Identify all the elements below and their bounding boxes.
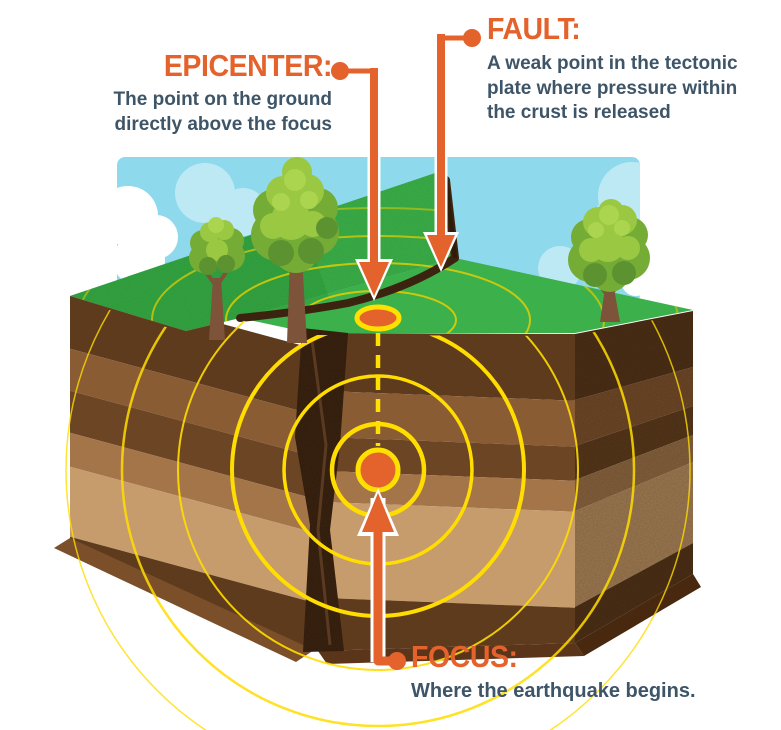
tree-right — [568, 199, 650, 322]
fault-description-line3: the crust is released — [487, 102, 671, 124]
fault-arrow — [423, 29, 481, 272]
fault-description-line2: plate where pressure within — [487, 77, 738, 99]
epicenter-marker — [354, 304, 402, 332]
fault-callout: FAULT: A weak point in the tectonic plat… — [487, 13, 777, 126]
focus-heading: FOCUS: — [411, 639, 518, 674]
focus-description: Where the earthquake begins. — [411, 678, 751, 704]
tree-canopy — [568, 199, 650, 292]
fault-description: A weak point in the tectonic plate where… — [487, 52, 777, 126]
focus-marker — [355, 447, 401, 493]
epicenter-callout: EPICENTER: The point on the ground direc… — [30, 48, 333, 137]
tree-large-center — [251, 157, 339, 343]
epicenter-callout-dot — [331, 62, 349, 80]
focus-callout: FOCUS: Where the earthquake begins. — [411, 641, 751, 704]
epicenter-heading: EPICENTER: — [163, 48, 333, 83]
epicenter-description-line2: directly above the focus — [114, 113, 332, 135]
epicenter-description: The point on the ground directly above t… — [30, 88, 332, 137]
focus-arrow — [357, 488, 406, 670]
fault-description-line1: A weak point in the tectonic — [487, 53, 738, 74]
tree-canopy — [251, 157, 339, 273]
focus-callout-dot — [388, 652, 406, 670]
tree-canopy — [189, 217, 245, 275]
grass-right-block — [240, 258, 693, 333]
epicenter-description-line1: The point on the ground — [113, 89, 332, 110]
epicenter-arrow — [331, 62, 393, 301]
fault-heading: FAULT: — [487, 11, 581, 46]
fault-callout-dot — [463, 29, 481, 47]
tree-small-left — [189, 217, 245, 340]
focus-description-line1: Where the earthquake begins. — [411, 680, 696, 702]
